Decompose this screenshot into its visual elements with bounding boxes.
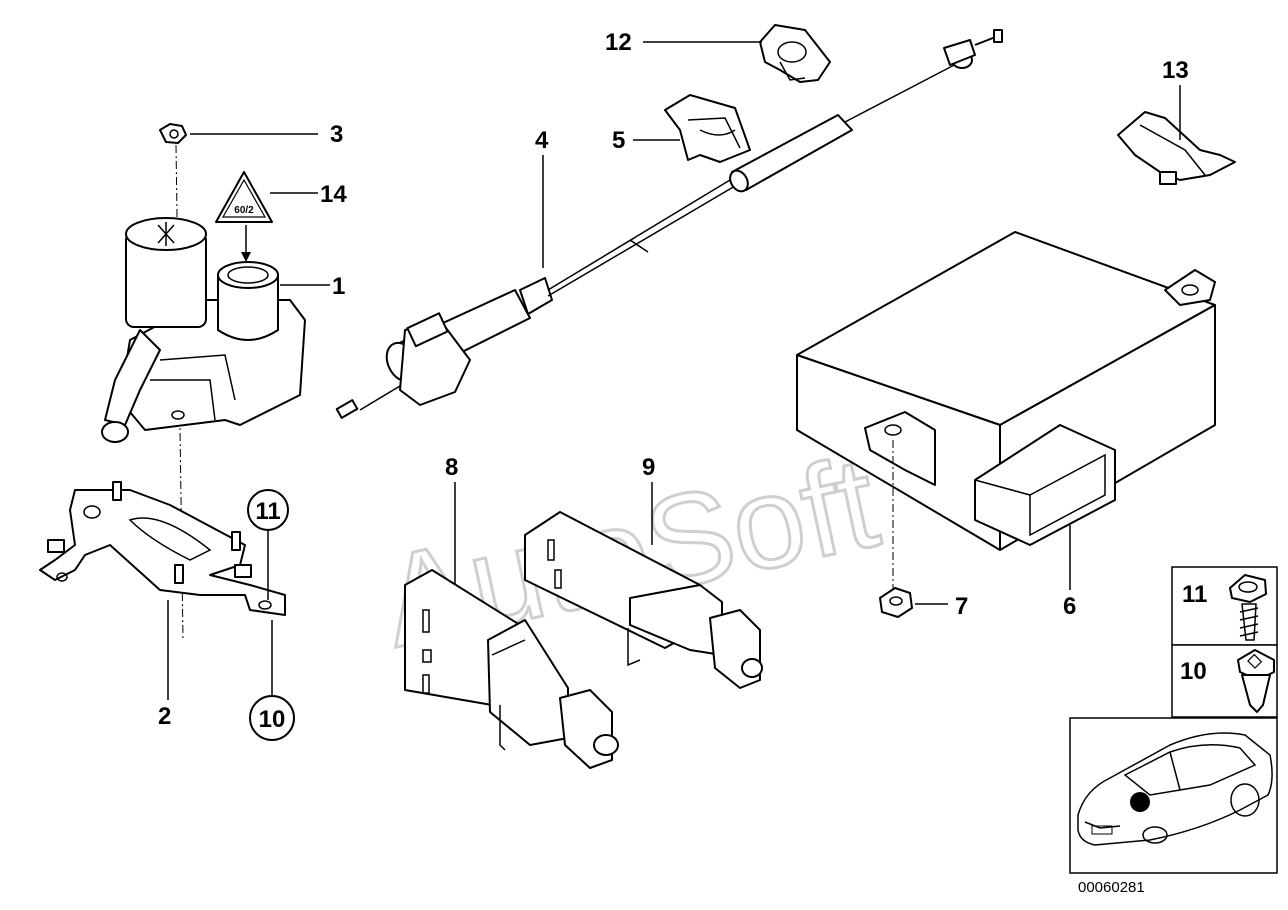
callout-8[interactable]: 8	[445, 454, 458, 481]
legend-box-10[interactable]: 10	[1171, 644, 1278, 718]
car-icon	[1077, 732, 1273, 846]
clip-nut-icon	[1237, 649, 1275, 713]
part-8-switch[interactable]	[404, 569, 619, 769]
callout-9[interactable]: 9	[642, 454, 655, 481]
location-marker	[1130, 792, 1150, 812]
callout-3[interactable]: 3	[330, 121, 343, 148]
part-4-cable-actuator[interactable]	[335, 29, 1003, 419]
callout-2[interactable]: 2	[158, 703, 171, 730]
part-5-clip[interactable]	[664, 94, 751, 163]
vehicle-location-inset	[1069, 717, 1278, 874]
part-13-clip[interactable]	[1117, 111, 1236, 185]
part-9-switch[interactable]	[524, 511, 763, 689]
callout-13[interactable]: 13	[1162, 57, 1189, 84]
callout-12[interactable]: 12	[605, 29, 632, 56]
circled-callout-11[interactable]: 11	[247, 489, 289, 531]
screw-icon	[1229, 574, 1267, 641]
part-6-control-module[interactable]	[796, 231, 1216, 551]
svg-text:11: 11	[1182, 581, 1207, 608]
part-3-nut[interactable]	[159, 123, 187, 144]
part-14-warning-label[interactable]: 60/2	[215, 171, 273, 223]
part-2-bracket[interactable]	[39, 481, 286, 616]
warning-label-text: 60/2	[234, 205, 254, 216]
callout-14[interactable]: 14	[320, 181, 347, 208]
callout-6[interactable]: 6	[1063, 593, 1076, 620]
svg-text:10: 10	[259, 706, 286, 733]
callout-5[interactable]: 5	[612, 127, 625, 154]
callout-7[interactable]: 7	[955, 593, 968, 620]
part-7-nut[interactable]	[879, 587, 913, 618]
callout-1[interactable]: 1	[332, 273, 345, 300]
part-1-valve[interactable]	[101, 217, 306, 443]
svg-text:10: 10	[1180, 658, 1207, 685]
part-12-clip[interactable]	[759, 24, 831, 83]
legend-box-11[interactable]: 11	[1171, 566, 1278, 646]
callout-4[interactable]: 4	[535, 127, 549, 154]
svg-text:11: 11	[255, 498, 280, 525]
circled-callout-10[interactable]: 10	[249, 695, 295, 741]
reference-number: 00060281	[1078, 879, 1145, 896]
